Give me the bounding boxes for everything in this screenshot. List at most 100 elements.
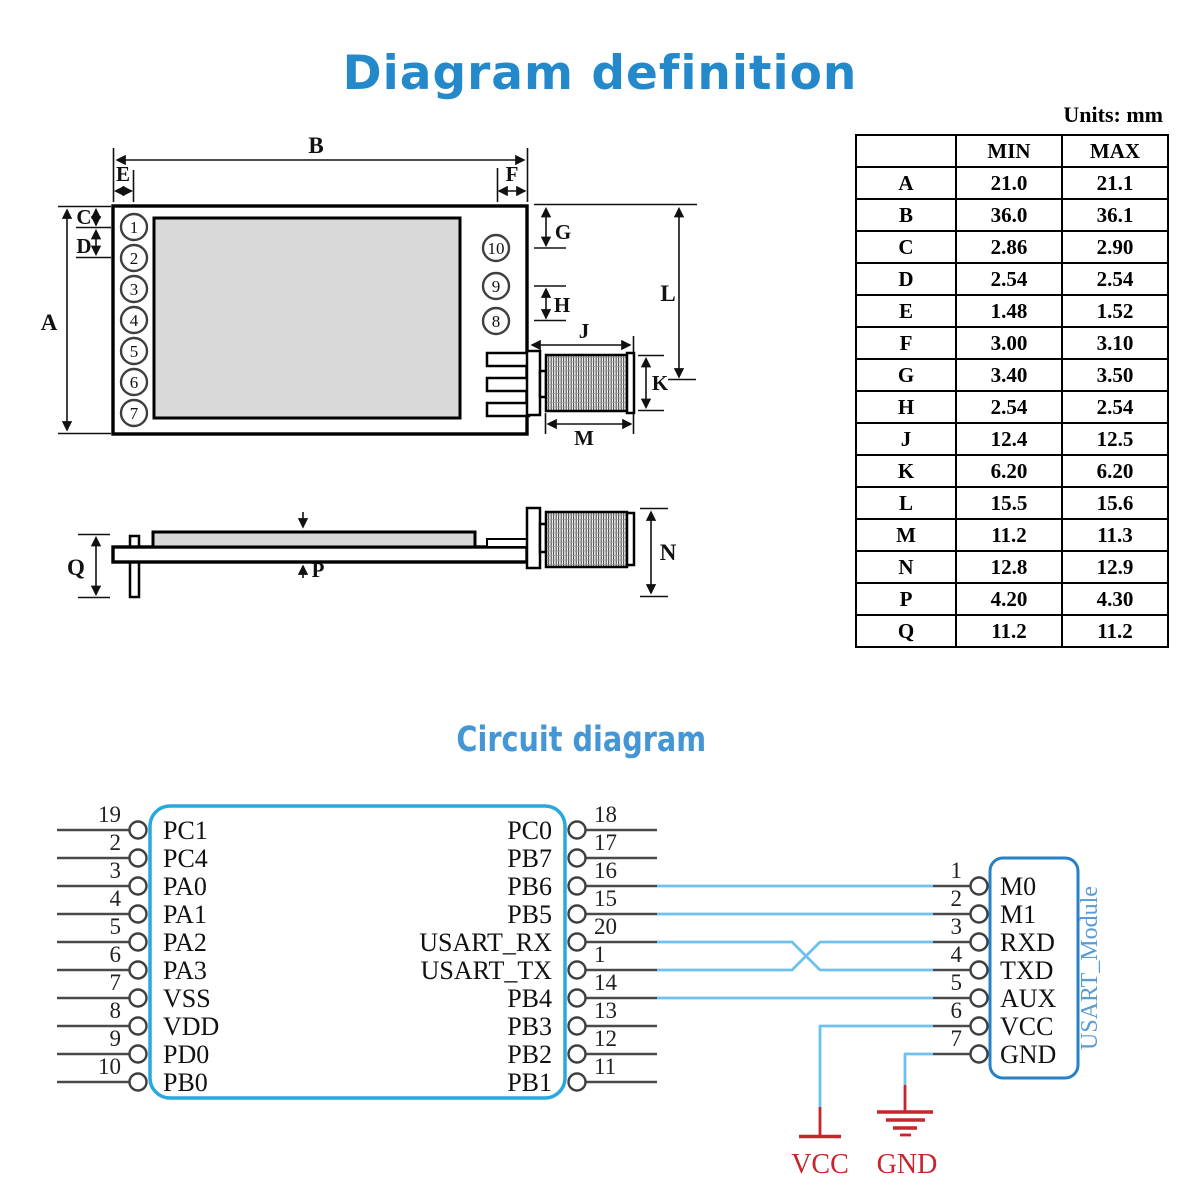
pin-number: 3 — [951, 914, 963, 939]
row-min: 3.40 — [955, 358, 1063, 392]
row-max: 1.52 — [1061, 294, 1169, 328]
dim-P: P — [297, 512, 325, 582]
pin-circle — [481, 271, 511, 301]
dim-label-B: B — [308, 133, 323, 158]
pin-label: RXD — [1000, 928, 1055, 957]
row-label: C — [855, 230, 957, 264]
row-label: D — [855, 262, 957, 296]
row-max: 12.9 — [1061, 550, 1169, 584]
dim-H: H — [534, 285, 570, 322]
front-view-antenna-connector — [485, 349, 636, 418]
pin-label: PD0 — [163, 1040, 209, 1069]
dim-label-H: H — [554, 293, 570, 317]
row-label: M — [855, 518, 957, 552]
pin-label: PA2 — [163, 928, 207, 957]
row-label: H — [855, 390, 957, 424]
pin-label: PB2 — [507, 1040, 552, 1069]
mcu-pin: 6 PA3 — [57, 942, 207, 985]
row-label: F — [855, 326, 957, 360]
sma-flange — [525, 349, 542, 417]
pin-label: PC4 — [163, 844, 208, 873]
pin-number: 5 — [110, 914, 122, 939]
module-pin: 5 AUX — [933, 970, 1057, 1013]
pin-label: AUX — [1000, 984, 1057, 1013]
module-pin: 1 M0 — [933, 858, 1036, 901]
dim-C: C — [76, 205, 111, 229]
rf-pin — [485, 376, 531, 393]
dim-label-N: N — [660, 540, 677, 565]
pin-number: 17 — [594, 830, 617, 855]
pin-number: 14 — [594, 970, 618, 995]
mcu-pin: 9 PD0 — [57, 1026, 209, 1069]
pin-label: PC1 — [163, 816, 208, 845]
row-label: L — [855, 486, 957, 520]
mcu-pin: 14 PB4 — [507, 970, 657, 1013]
pin-circle — [119, 212, 149, 242]
mcu-left-pins: 19 PC1 2 PC4 3 PA0 4 PA1 5 PA2 6 PA3 — [57, 802, 219, 1097]
row-min: 2.54 — [955, 262, 1063, 296]
pin-label: PB7 — [507, 844, 552, 873]
pin-number: 8 — [110, 998, 122, 1023]
pin-number: 2 — [951, 886, 963, 911]
pin-label: PB5 — [507, 900, 552, 929]
pin-label: PB1 — [507, 1068, 552, 1097]
pin-number: 3 — [110, 858, 122, 883]
pin-number: 4 — [130, 311, 139, 330]
dim-label-F: F — [506, 162, 519, 186]
dim-label-A: A — [41, 310, 58, 335]
pin-label: M1 — [1000, 900, 1036, 929]
mcu-pin: 11 PB1 — [507, 1054, 657, 1097]
front-view-left-pins: 1 2 3 4 5 6 7 — [119, 212, 149, 428]
row-max: 6.20 — [1061, 454, 1169, 488]
row-min: 21.0 — [955, 166, 1063, 200]
pin-label: PB0 — [163, 1068, 208, 1097]
pin-number: 7 — [951, 1026, 963, 1051]
dim-label-M: M — [574, 426, 594, 450]
pin-number: 9 — [110, 1026, 122, 1051]
pin-number: 1 — [594, 942, 606, 967]
pin-number: 20 — [594, 914, 617, 939]
pin-number: 15 — [594, 886, 617, 911]
dim-label-D: D — [76, 234, 91, 258]
row-label: N — [855, 550, 957, 584]
mcu-pin: 20 USART_RX — [419, 914, 657, 957]
pin-number: 10 — [488, 239, 505, 258]
row-max: 15.6 — [1061, 486, 1169, 520]
dim-A: A — [41, 205, 111, 435]
pin-label: PB6 — [507, 872, 552, 901]
circuit-diagram: VCC GND USART_Module 19 PC1 2 PC4 3 PA0 … — [57, 802, 1103, 1180]
dim-label-J: J — [579, 319, 590, 343]
pin-label: USART_TX — [421, 956, 553, 985]
pin-number: 18 — [594, 802, 617, 827]
pin-number: 2 — [110, 830, 122, 855]
pin-number: 6 — [110, 942, 122, 967]
row-min: 12.4 — [955, 422, 1063, 456]
wire-gnd — [903, 1052, 933, 1085]
row-label: G — [855, 358, 957, 392]
row-max: 12.5 — [1061, 422, 1169, 456]
pin-number: 5 — [951, 970, 963, 995]
usart-module-body — [988, 856, 1080, 1080]
mcu-pin: 15 PB5 — [507, 886, 657, 929]
row-min: 36.0 — [955, 198, 1063, 232]
mcu-pin: 8 VDD — [57, 998, 219, 1041]
row-min: 15.5 — [955, 486, 1063, 520]
header-max: MAX — [1061, 134, 1169, 168]
pin-number: 10 — [98, 1054, 121, 1079]
pin-number: 8 — [492, 312, 501, 331]
sma-endcap — [625, 351, 636, 415]
pin-label: PA0 — [163, 872, 207, 901]
pin-number: 2 — [130, 249, 139, 268]
row-max: 11.3 — [1061, 518, 1169, 552]
circuit-heading-text: Circuit diagram — [456, 720, 706, 760]
table-header-row: MIN MAX — [855, 134, 1169, 168]
module-pin: 6 VCC — [933, 998, 1053, 1041]
rf-pin — [485, 351, 531, 368]
vcc-label: VCC — [791, 1149, 849, 1180]
